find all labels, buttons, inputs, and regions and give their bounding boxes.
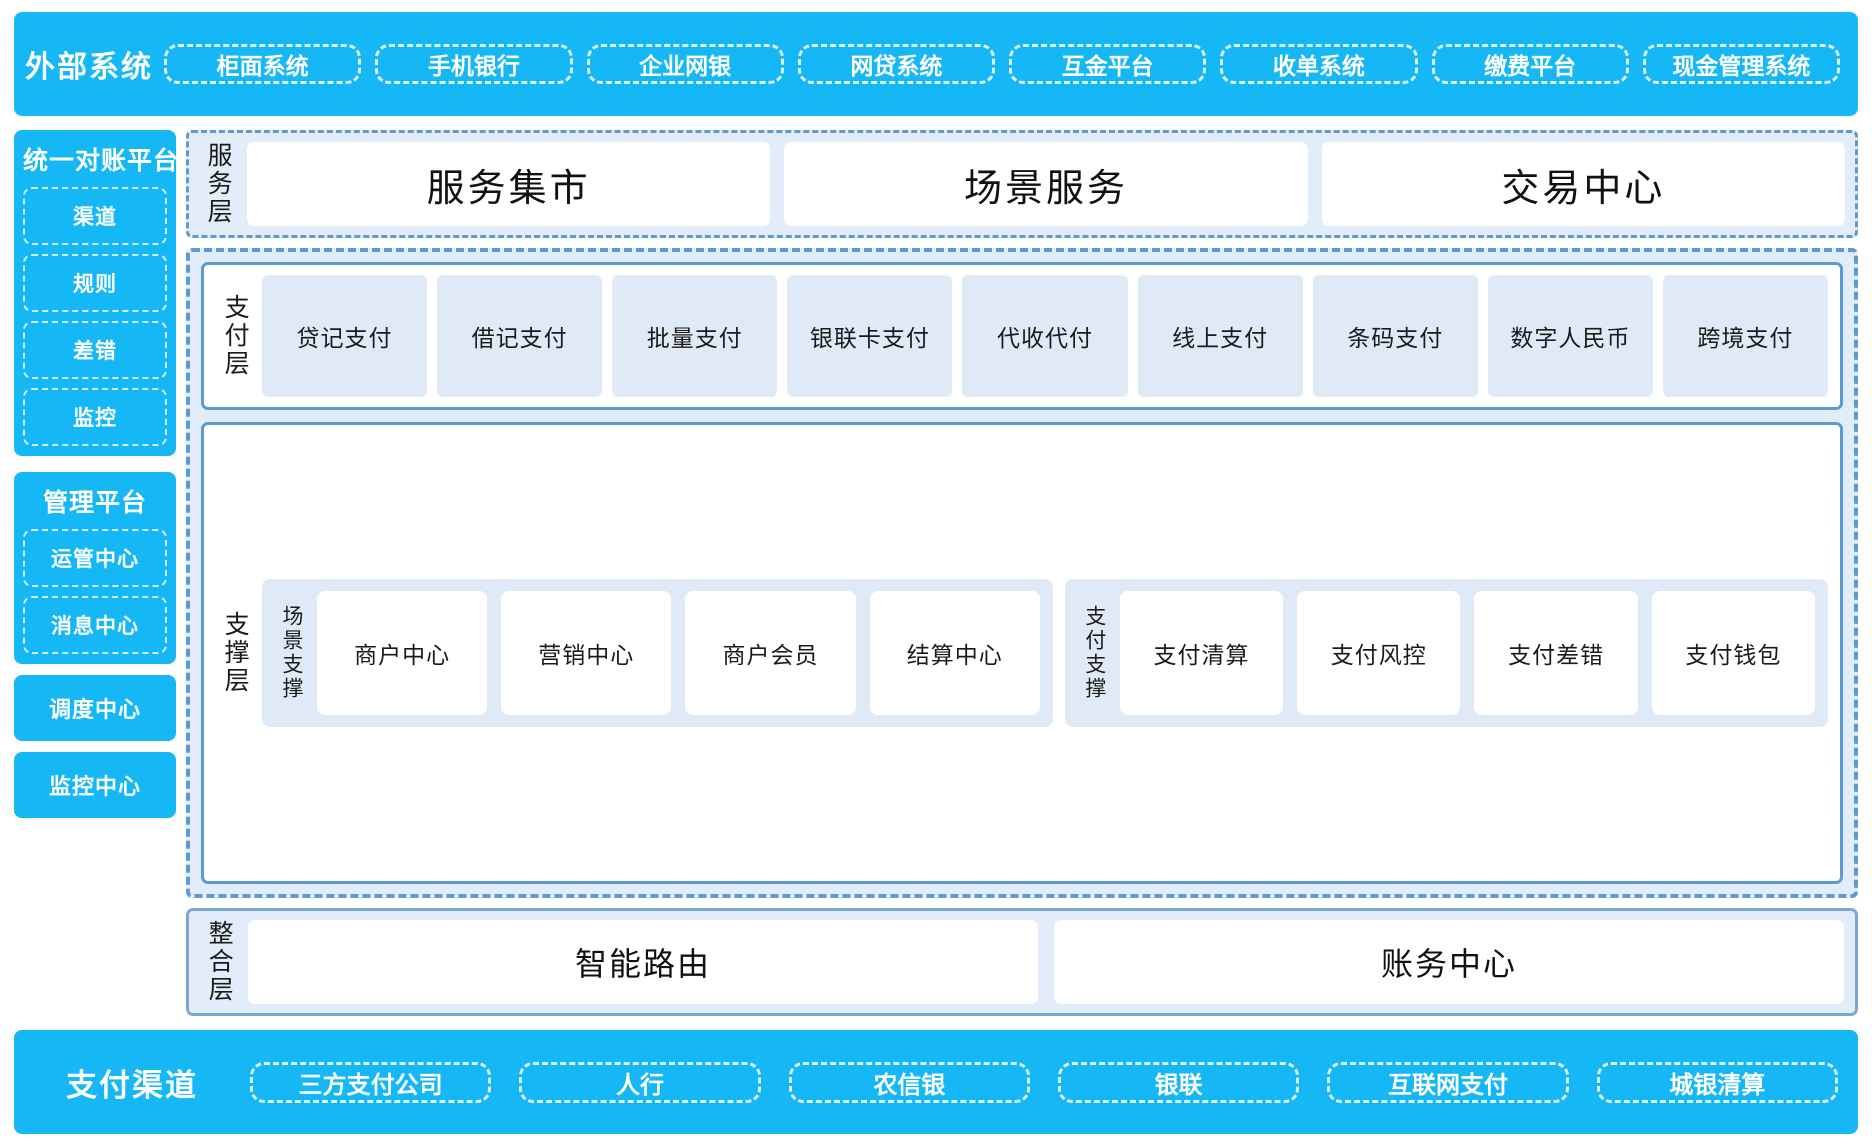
service-card-scenario-service[interactable]: 场景服务 <box>784 142 1308 226</box>
scenario-support-group: 场景支撑 商户中心 营销中心 商户会员 结算中心 <box>262 579 1053 727</box>
channel-internet-payment[interactable]: 互联网支付 <box>1327 1061 1569 1103</box>
payment-channel-title: 支付渠道 <box>66 1067 198 1103</box>
support-card-marketing-center[interactable]: 营销中心 <box>501 591 672 715</box>
support-card-payment-wallet[interactable]: 支付钱包 <box>1651 591 1816 715</box>
service-card-transaction-center[interactable]: 交易中心 <box>1321 142 1845 226</box>
channel-city-bank-clearing[interactable]: 城银清算 <box>1596 1061 1838 1103</box>
support-card-settlement-center[interactable]: 结算中心 <box>869 591 1040 715</box>
support-card-payment-clearing[interactable]: 支付清算 <box>1119 591 1284 715</box>
service-layer-cards: 服务集市 场景服务 交易中心 <box>247 142 1845 226</box>
scenario-support-label: 场景支撑 <box>280 605 304 701</box>
payment-card-credit-payment[interactable]: 贷记支付 <box>262 275 428 397</box>
support-layer-container: 支撑层 场景支撑 商户中心 营销中心 商户会员 结算中心 <box>201 422 1843 884</box>
payment-layer-container: 支付层 贷记支付 借记支付 批量支付 银联卡支付 代收代付 线上支付 条码支付 … <box>201 262 1843 410</box>
payment-and-support-container: 支付层 贷记支付 借记支付 批量支付 银联卡支付 代收代付 线上支付 条码支付 … <box>186 248 1858 898</box>
sidebar-item-message-center[interactable]: 消息中心 <box>23 596 167 654</box>
main-layers-column: 服务层 服务集市 场景服务 交易中心 支付层 贷记支付 借记支付 批量支付 银联… <box>186 130 1858 1016</box>
payment-card-batch-payment[interactable]: 批量支付 <box>612 275 778 397</box>
scenario-support-cards: 商户中心 营销中心 商户会员 结算中心 <box>317 591 1040 715</box>
channel-pboc[interactable]: 人行 <box>519 1061 761 1103</box>
sidebar-item-discrepancy[interactable]: 差错 <box>23 321 167 379</box>
support-card-payment-discrepancy[interactable]: 支付差错 <box>1474 591 1638 715</box>
external-system-counter[interactable]: 柜面系统 <box>164 44 362 84</box>
external-systems-list: 柜面系统 手机银行 企业网银 网贷系统 互金平台 收单系统 缴费平台 现金管理系… <box>164 44 1840 84</box>
support-card-payment-risk-control[interactable]: 支付风控 <box>1297 591 1461 715</box>
sidebar-item-scheduling-center[interactable]: 调度中心 <box>14 675 176 741</box>
integration-layer-container: 整合层 智能路由 账务中心 <box>186 908 1858 1016</box>
external-system-fintech[interactable]: 互金平台 <box>1009 44 1207 84</box>
reconciliation-platform-panel: 统一对账平台 渠道 规则 差错 监控 <box>14 130 180 456</box>
reconciliation-platform-title: 统一对账平台 <box>23 147 180 175</box>
service-layer-label: 服务层 <box>204 142 233 226</box>
payment-card-online-payment[interactable]: 线上支付 <box>1137 275 1303 397</box>
payment-channel-list: 三方支付公司 人行 农信银 银联 互联网支付 城银清算 <box>250 1061 1838 1103</box>
external-systems-title: 外部系统 <box>25 51 153 84</box>
payment-card-debit-payment[interactable]: 借记支付 <box>437 275 603 397</box>
integration-layer-label: 整合层 <box>205 920 234 1004</box>
payment-support-label: 支付支撑 <box>1082 605 1106 701</box>
middle-section: 统一对账平台 渠道 规则 差错 监控 管理平台 运管中心 消息中心 调度中心 监… <box>14 130 1858 1016</box>
external-system-corporate-bank[interactable]: 企业网银 <box>586 44 784 84</box>
channel-third-party-payment[interactable]: 三方支付公司 <box>250 1061 492 1103</box>
payment-support-group: 支付支撑 支付清算 支付风控 支付差错 支付钱包 <box>1064 579 1828 727</box>
payment-card-cross-border[interactable]: 跨境支付 <box>1662 275 1828 397</box>
support-layer-groups: 场景支撑 商户中心 营销中心 商户会员 结算中心 支付支撑 支付清算 <box>262 579 1828 727</box>
payment-card-unionpay-card[interactable]: 银联卡支付 <box>787 275 953 397</box>
sidebar-item-rules[interactable]: 规则 <box>23 254 167 312</box>
channel-rural-credit-bank[interactable]: 农信银 <box>788 1061 1030 1103</box>
external-system-acquiring[interactable]: 收单系统 <box>1220 44 1418 84</box>
service-card-service-market[interactable]: 服务集市 <box>247 142 771 226</box>
payment-layer-label: 支付层 <box>221 294 250 378</box>
external-system-cash-management[interactable]: 现金管理系统 <box>1642 44 1840 84</box>
support-card-merchant-membership[interactable]: 商户会员 <box>685 591 856 715</box>
channel-unionpay[interactable]: 银联 <box>1057 1061 1300 1103</box>
support-card-merchant-center[interactable]: 商户中心 <box>317 591 488 715</box>
support-layer-label: 支撑层 <box>221 611 250 695</box>
management-platform-panel: 管理平台 运管中心 消息中心 <box>14 472 176 664</box>
integration-card-smart-routing[interactable]: 智能路由 <box>248 920 1038 1004</box>
management-platform-title: 管理平台 <box>42 489 147 517</box>
external-systems-bar: 外部系统 柜面系统 手机银行 企业网银 网贷系统 互金平台 收单系统 缴费平台 … <box>14 12 1858 116</box>
sidebar-item-operations-center[interactable]: 运管中心 <box>23 529 167 587</box>
payment-card-digital-rmb[interactable]: 数字人民币 <box>1487 275 1653 397</box>
external-system-online-loan[interactable]: 网贷系统 <box>797 44 995 84</box>
integration-layer-cards: 智能路由 账务中心 <box>248 920 1844 1004</box>
left-sidebar: 统一对账平台 渠道 规则 差错 监控 管理平台 运管中心 消息中心 调度中心 监… <box>14 130 180 1016</box>
external-system-bill-payment[interactable]: 缴费平台 <box>1431 44 1629 84</box>
sidebar-item-channel[interactable]: 渠道 <box>23 187 167 245</box>
payment-card-barcode-payment[interactable]: 条码支付 <box>1312 275 1478 397</box>
service-layer-container: 服务层 服务集市 场景服务 交易中心 <box>186 130 1858 238</box>
sidebar-item-monitoring-center[interactable]: 监控中心 <box>14 752 176 818</box>
payment-layer-cards: 贷记支付 借记支付 批量支付 银联卡支付 代收代付 线上支付 条码支付 数字人民… <box>262 275 1828 397</box>
payment-channel-bar: 支付渠道 三方支付公司 人行 农信银 银联 互联网支付 城银清算 <box>14 1030 1858 1134</box>
external-system-mobile-bank[interactable]: 手机银行 <box>375 44 573 84</box>
payment-card-collection-disbursement[interactable]: 代收代付 <box>962 275 1128 397</box>
payment-support-cards: 支付清算 支付风控 支付差错 支付钱包 <box>1119 591 1816 715</box>
sidebar-item-monitoring[interactable]: 监控 <box>23 388 167 446</box>
integration-card-accounting-center[interactable]: 账务中心 <box>1054 920 1844 1004</box>
